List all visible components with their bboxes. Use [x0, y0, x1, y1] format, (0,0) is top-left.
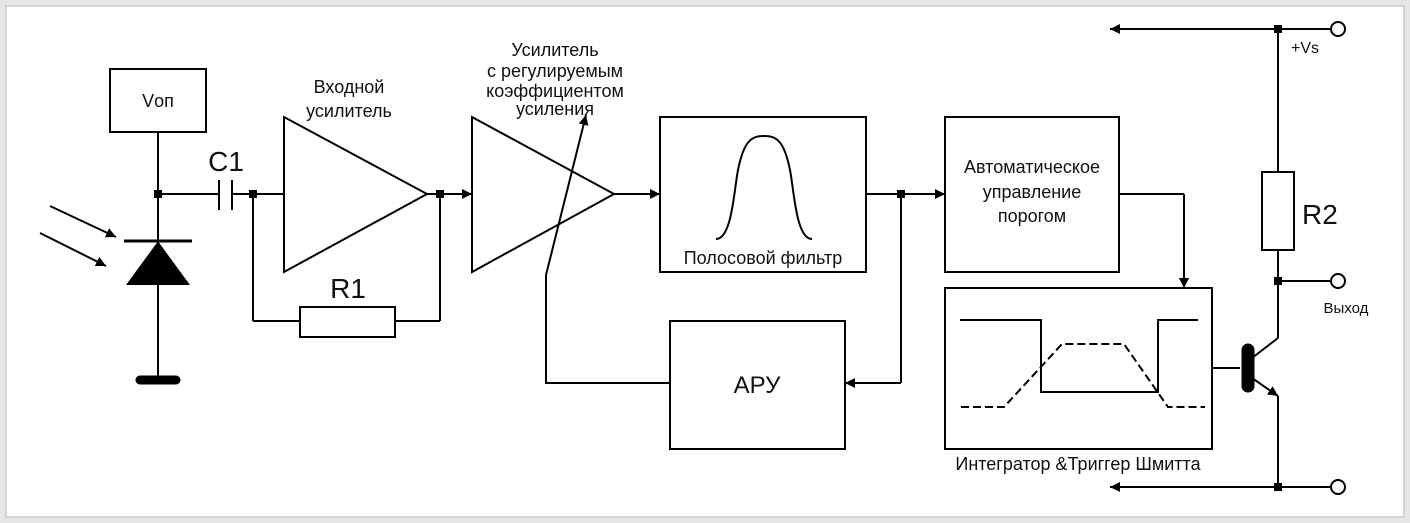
vop-label: Vоп	[142, 91, 174, 111]
r2-label: R2	[1302, 199, 1338, 230]
threshold-label-2: управление	[983, 182, 1081, 202]
ground-terminal	[1330, 479, 1346, 495]
input-amplifier	[283, 115, 430, 274]
resistor-r2	[1261, 171, 1295, 251]
junction-dots	[154, 25, 1282, 491]
schmitt-waveform	[960, 319, 1205, 408]
vga-amplifier	[471, 115, 617, 274]
photodiode	[124, 239, 192, 285]
light-arrows-icon	[39, 205, 117, 267]
vs-label: +Vs	[1291, 40, 1319, 57]
vs-terminal	[1330, 21, 1346, 37]
bandpass-box	[659, 116, 867, 273]
vop-box	[109, 68, 207, 133]
agc-box	[669, 320, 846, 450]
output-terminal	[1330, 273, 1346, 289]
input-amp-label-1: Входной	[314, 77, 385, 97]
input-amp-label-2: усилитель	[306, 101, 392, 121]
vga-label-2: с регулируемым	[487, 61, 623, 81]
npn-transistor	[1241, 337, 1279, 397]
r1-label: R1	[330, 273, 366, 304]
output-label: Выход	[1324, 300, 1369, 317]
bandpass-label: Полосовой фильтр	[684, 248, 843, 268]
vga-label-1: Усилитель	[511, 40, 598, 60]
threshold-control-box	[944, 116, 1120, 273]
vga-label-3: коэффициентом	[486, 81, 624, 101]
agc-label: АРУ	[734, 372, 781, 399]
vga-adjust-arrow	[545, 114, 589, 276]
bandpass-curve	[715, 134, 813, 240]
c1-label: C1	[208, 146, 244, 177]
threshold-label-1: Автоматическое	[964, 157, 1100, 177]
integrator-label: Интегратор &Триггер Шмитта	[955, 454, 1201, 474]
resistor-r1	[299, 306, 396, 338]
vga-label-4: усиления	[516, 99, 594, 119]
integrator-schmitt-box	[944, 287, 1213, 450]
threshold-label-3: порогом	[998, 206, 1066, 226]
